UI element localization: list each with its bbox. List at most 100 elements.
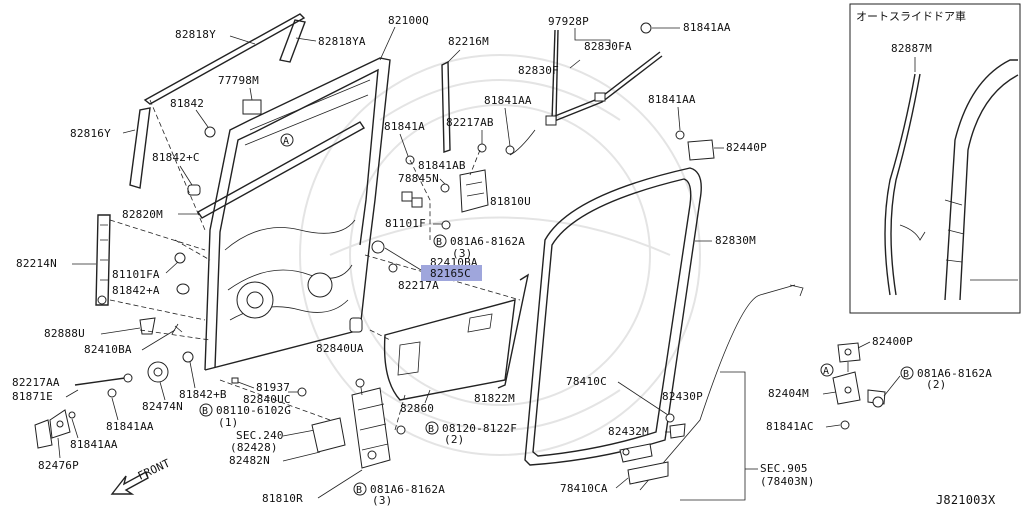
watermark-emblem: [299, 54, 701, 456]
label-081A6-a-qty: (3): [452, 247, 472, 260]
label-81937: 81937: [256, 381, 290, 394]
part-81842: [204, 126, 216, 138]
bolt-08110-b: B: [202, 406, 208, 417]
label-82830FA: 82830FA: [584, 40, 632, 53]
bolt-081A6-a: [433, 234, 447, 248]
label-81101FA: 81101FA: [112, 268, 160, 281]
part-82165C: [371, 240, 385, 254]
regulator-82214N: [95, 214, 111, 306]
label-81841AC: 81841AC: [766, 420, 814, 433]
label-78410CA: 78410CA: [560, 482, 608, 495]
label-82217A: 82217A: [398, 279, 439, 292]
bracket-82482N: [311, 417, 346, 453]
inset-part-label: 82887M: [891, 42, 932, 55]
label-82400P: 82400P: [872, 335, 913, 348]
label-081A6-b-qty: (2): [926, 378, 946, 391]
label-82840UA: 82840UA: [316, 342, 364, 355]
label-82410BA: 82410BA: [84, 343, 132, 356]
part-82432M: [619, 443, 653, 463]
label-82830F: 82830F: [518, 64, 559, 77]
cable-sec905: [639, 284, 796, 491]
part-81842C: [187, 184, 201, 196]
label-08110-qty: (1): [218, 416, 238, 429]
lock-81810U: [459, 169, 489, 213]
label-81101F: 81101F: [385, 217, 426, 230]
label-81871E: 81871E: [12, 390, 53, 403]
label-82165C[interactable]: 82165C: [430, 267, 471, 280]
label-81822M: 81822M: [474, 392, 515, 405]
bolt-081A6-b: [900, 366, 914, 380]
highlight-82165C[interactable]: [421, 265, 482, 281]
label-81841AA-mid: 81841AA: [484, 94, 532, 107]
label-82830M: 82830M: [715, 234, 756, 247]
label-82820M: 82820M: [122, 208, 163, 221]
callout-a-top-text: A: [283, 136, 289, 147]
label-82474N: 82474N: [142, 400, 183, 413]
label-82860: 82860: [400, 402, 434, 415]
label-081A6-b: 081A6-8162A: [917, 367, 992, 380]
label-97928P: 97928P: [548, 15, 589, 28]
part-82888U: [139, 317, 156, 335]
label-81842: 81842: [170, 97, 204, 110]
label-82482N: 82482N: [229, 454, 270, 467]
bolt-08120-b: B: [428, 424, 434, 435]
label-82100Q: 82100Q: [388, 14, 429, 27]
label-sec905: SEC.905: [760, 462, 808, 475]
label-81842A: 81842+A: [112, 284, 160, 297]
weatherstrip-82830M: [524, 167, 702, 466]
label-81841AA-top: 81841AA: [683, 21, 731, 34]
label-82432M: 82432M: [608, 425, 649, 438]
front-arrow-icon: [110, 470, 149, 495]
hinge-82400P: [832, 342, 886, 430]
front-label: FRONT: [136, 456, 173, 482]
trim-panel-82860: [383, 299, 516, 401]
label-81842B: 81842+B: [179, 388, 227, 401]
moulding-82818Y: [129, 13, 306, 189]
fastener-81841AA-right: [675, 130, 685, 140]
strip-82820M: [196, 121, 366, 219]
part-81842B: [182, 351, 194, 363]
label-82214N: 82214N: [16, 257, 57, 270]
label-81841AA-low2: 81841AA: [70, 438, 118, 451]
label-81841AA-right: 81841AA: [648, 93, 696, 106]
label-081A6-c-qty: (3): [372, 494, 392, 507]
label-82430P: 82430P: [662, 390, 703, 403]
label-78410C: 78410C: [566, 375, 607, 388]
inset-title: オートスライドドア車: [856, 9, 966, 23]
callout-a-hinge-text: A: [823, 366, 829, 377]
label-82888U: 82888U: [44, 327, 85, 340]
bolt-081A6-c: [353, 482, 367, 496]
part-81842A: [176, 283, 190, 295]
label-81810U: 81810U: [490, 195, 531, 208]
label-sec240: SEC.240: [236, 429, 284, 442]
label-08110: 08110-6102G: [216, 404, 291, 417]
channel-82216M: [441, 60, 451, 153]
label-82818YA: 82818YA: [318, 35, 366, 48]
callout-a-top: [280, 133, 294, 147]
label-81841A: 81841A: [384, 120, 425, 133]
label-081A6-a: 081A6-8162A: [450, 235, 525, 248]
label-82217AB: 82217AB: [446, 116, 494, 129]
callout-a-hinge: [820, 363, 834, 377]
label-sec905-ref: (78403N): [760, 475, 815, 488]
label-81841AA-low1: 81841AA: [106, 420, 154, 433]
rod-82217AA: [74, 377, 126, 386]
diagram-code: J821003X: [936, 493, 996, 507]
label-82440P: 82440P: [726, 141, 767, 154]
label-081A6-c: 081A6-8162A: [370, 483, 445, 496]
bolt-081A6-b-b: B: [903, 369, 909, 380]
part-81937: [231, 377, 239, 384]
bolt-08110: [199, 403, 213, 417]
strip-81822M: [497, 273, 530, 389]
label-78845N: 78845N: [398, 172, 439, 185]
label-82217AA: 82217AA: [12, 376, 60, 389]
lock-81810R: [351, 378, 391, 469]
label-81842C: 81842+C: [152, 151, 200, 164]
part-77798M: [242, 99, 262, 115]
fastener-81841AA-a: [107, 388, 117, 398]
fastener-81841AA-top: [640, 22, 652, 34]
label-82476P: 82476P: [38, 459, 79, 472]
label-82816Y: 82816Y: [70, 127, 111, 140]
label-08120: 08120-8122F: [442, 422, 517, 435]
